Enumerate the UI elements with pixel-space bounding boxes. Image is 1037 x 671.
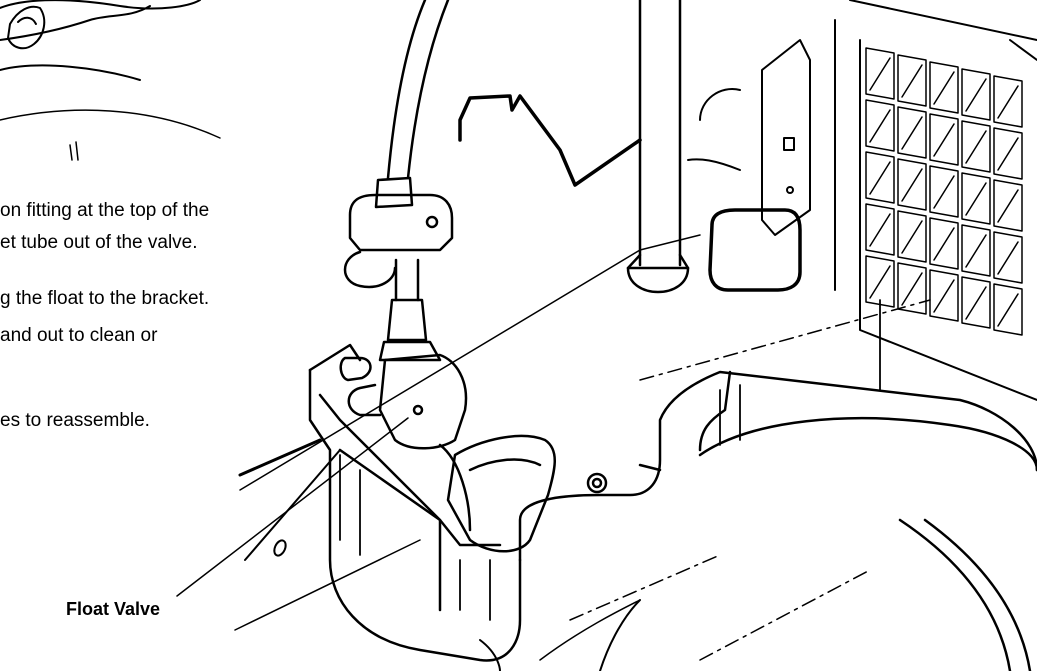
grid-cell xyxy=(929,269,959,322)
grid-cell xyxy=(897,262,927,315)
grid-cell xyxy=(929,217,959,270)
inlet-tube xyxy=(386,0,450,180)
grid-cell xyxy=(897,210,927,263)
evaporator-grid xyxy=(834,0,1037,401)
grid-cell xyxy=(897,158,927,211)
water-reservoir xyxy=(308,343,1037,662)
compression-fitting xyxy=(343,176,454,362)
grid-cell xyxy=(865,151,895,204)
grid-cell xyxy=(929,61,959,114)
grid-cell xyxy=(865,203,895,256)
instruction-line-5: es to reassemble. xyxy=(0,410,150,431)
grid-cell xyxy=(993,283,1023,336)
instruction-line-3: g the float to the bracket. xyxy=(0,288,210,309)
grid-cell xyxy=(865,255,895,308)
mounting-block xyxy=(708,208,802,292)
grid-cell xyxy=(993,75,1023,128)
grid-cell xyxy=(961,224,991,277)
callout-leader-line xyxy=(176,417,409,597)
instruction-line-2: et tube out of the valve. xyxy=(0,232,198,253)
base-lines xyxy=(234,234,1032,671)
grid-cells xyxy=(865,47,1023,336)
float-valve-body xyxy=(339,353,468,450)
hand-illustration xyxy=(0,0,221,161)
grid-cell xyxy=(929,165,959,218)
grid-cell xyxy=(961,120,991,173)
float-valve-label: Float Valve xyxy=(66,599,161,619)
grid-cell xyxy=(897,54,927,107)
grid-cell xyxy=(993,231,1023,284)
grid-cell xyxy=(865,99,895,152)
instruction-line-1: on fitting at the top of the xyxy=(0,200,210,221)
instruction-line-4: and out to clean or xyxy=(0,325,158,346)
reservoir-ribs xyxy=(339,299,881,621)
vertical-pipe xyxy=(626,0,690,294)
grid-cell xyxy=(897,106,927,159)
grid-cell xyxy=(961,172,991,225)
float xyxy=(446,434,608,553)
grid-cell xyxy=(865,47,895,100)
grid-cell xyxy=(993,127,1023,180)
bracket-outline xyxy=(458,0,642,187)
grid-cell xyxy=(961,68,991,121)
grid-cell xyxy=(961,276,991,329)
grid-cell xyxy=(993,179,1023,232)
grid-cell xyxy=(929,113,959,166)
mounting-plate xyxy=(761,39,811,236)
